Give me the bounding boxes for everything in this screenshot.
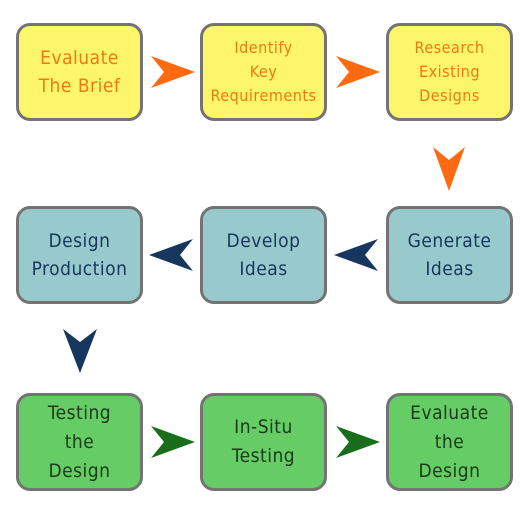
step-label: Identify Key Requirements — [210, 38, 317, 105]
arrow-left-icon — [334, 239, 378, 271]
arrow-down-icon — [63, 329, 97, 373]
step-in-situ-testing: In-Situ Testing — [200, 393, 327, 491]
step-label: Design Production — [31, 230, 128, 280]
arrow-left-icon — [149, 239, 193, 271]
step-label: Generate Ideas — [407, 230, 492, 280]
step-research-existing-designs: Research Existing Designs — [386, 23, 513, 121]
step-identify-key-requirements: Identify Key Requirements — [200, 23, 327, 121]
arrow-right-icon — [336, 56, 380, 88]
step-develop-ideas: Develop Ideas — [200, 206, 327, 304]
arrow-right-icon — [151, 56, 195, 88]
step-testing-the-design: Testing the Design — [16, 393, 143, 491]
step-evaluate-the-brief: Evaluate The Brief — [16, 23, 143, 121]
step-generate-ideas: Generate Ideas — [386, 206, 513, 304]
arrow-right-icon — [151, 426, 195, 458]
arrow-down-icon — [433, 147, 465, 191]
step-label: Evaluate the Design — [410, 401, 489, 482]
step-label: Testing the Design — [47, 401, 112, 482]
arrow-right-icon — [336, 426, 380, 458]
step-evaluate-the-design: Evaluate the Design — [386, 393, 513, 491]
step-label: Evaluate The Brief — [38, 47, 121, 97]
step-label: Develop Ideas — [226, 230, 301, 280]
step-label: Research Existing Designs — [414, 38, 485, 105]
step-design-production: Design Production — [16, 206, 143, 304]
step-label: In-Situ Testing — [231, 416, 296, 467]
